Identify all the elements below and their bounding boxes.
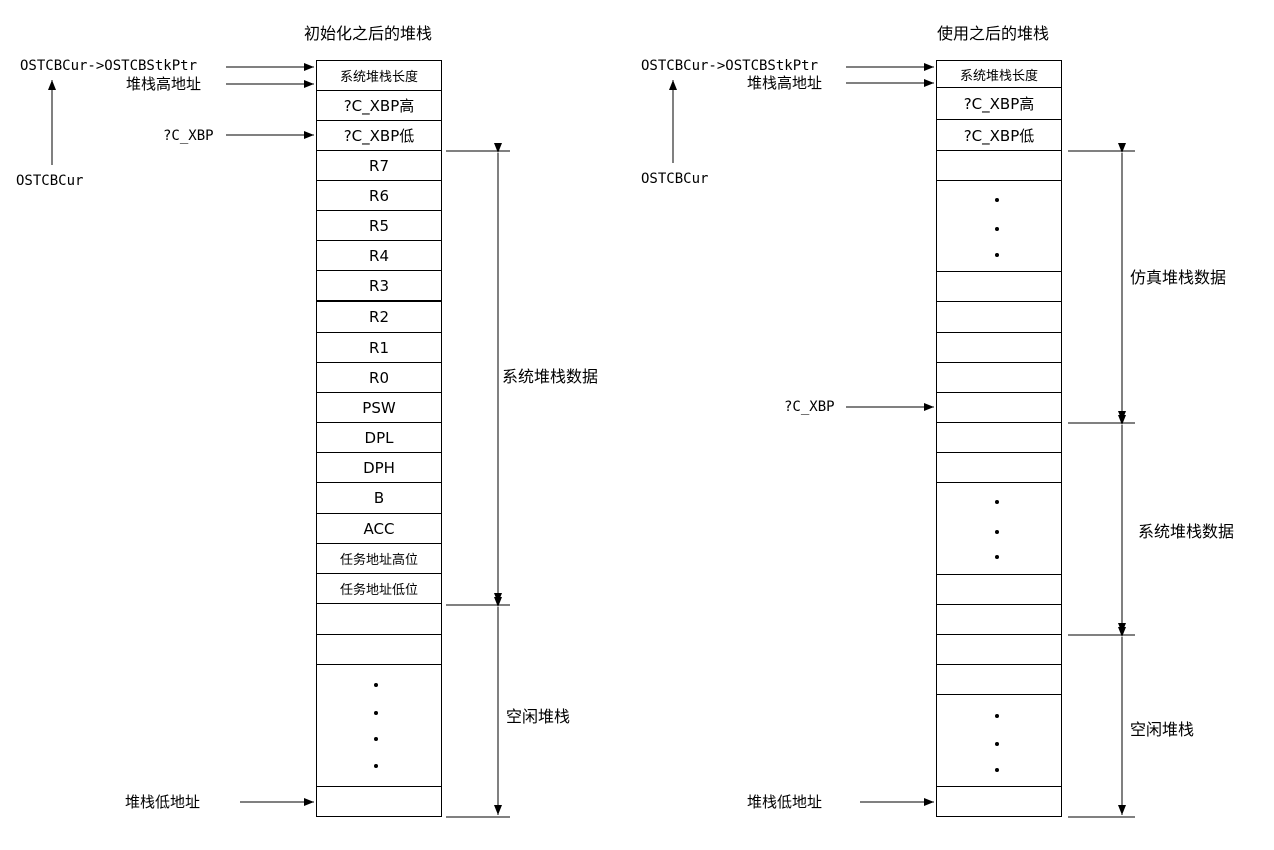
right-sim-stack-region-label: 仿真堆栈数据 <box>1130 268 1227 287</box>
left-ellipsis-cell <box>316 664 442 787</box>
left-r3-cell: R3 <box>316 270 442 301</box>
ellipsis-dot <box>374 683 378 687</box>
left-ostcbcur-label: OSTCBCur <box>16 173 84 189</box>
ellipsis-dot <box>374 764 378 768</box>
right-empty-cell <box>936 362 1062 393</box>
ellipsis-dot <box>995 714 999 718</box>
left-r1-cell: R1 <box>316 332 442 363</box>
right-high-addr-label: 堆栈高地址 <box>747 74 823 92</box>
ellipsis-dot <box>374 711 378 715</box>
left-xbp-label: ?C_XBP <box>163 128 214 144</box>
left-xbp-low-cell: ?C_XBP低 <box>316 120 442 151</box>
left-high-addr-label: 堆栈高地址 <box>126 75 202 93</box>
left-diagram-title: 初始化之后的堆栈 <box>304 24 433 43</box>
right-stkptr-label: OSTCBCur->OSTCBStkPtr <box>641 58 819 74</box>
right-bottom-cell <box>936 786 1062 817</box>
left-stack-length-cell: 系统堆栈长度 <box>316 60 442 91</box>
right-ostcbcur-label: OSTCBCur <box>641 171 709 187</box>
right-empty-cell <box>936 574 1062 605</box>
right-ellipsis-cell <box>936 180 1062 272</box>
ellipsis-dot <box>995 768 999 772</box>
ellipsis-dot <box>995 742 999 746</box>
right-empty-cell <box>936 664 1062 695</box>
right-low-addr-label: 堆栈低地址 <box>747 793 823 811</box>
ellipsis-dot <box>995 555 999 559</box>
right-diagram-title: 使用之后的堆栈 <box>937 24 1050 43</box>
left-r6-cell: R6 <box>316 180 442 211</box>
left-system-stack-region-label: 系统堆栈数据 <box>502 367 599 386</box>
left-bottom-cell <box>316 786 442 817</box>
left-low-addr-label: 堆栈低地址 <box>125 793 201 811</box>
left-psw-cell: PSW <box>316 392 442 423</box>
right-empty-cell <box>936 422 1062 453</box>
right-ellipsis-cell <box>936 482 1062 575</box>
left-r2-cell: R2 <box>316 301 442 333</box>
left-b-cell: B <box>316 482 442 514</box>
right-free-stack-region-label: 空闲堆栈 <box>1130 720 1195 739</box>
left-free-stack-region-label: 空闲堆栈 <box>506 707 571 726</box>
right-empty-cell <box>936 150 1062 181</box>
right-ellipsis-cell <box>936 694 1062 787</box>
right-system-stack-region-label: 系统堆栈数据 <box>1138 522 1235 541</box>
left-r5-cell: R5 <box>316 210 442 241</box>
left-empty-cell <box>316 603 442 635</box>
right-empty-cell <box>936 634 1062 665</box>
ellipsis-dot <box>374 737 378 741</box>
right-xbp-label: ?C_XBP <box>784 399 835 415</box>
left-task-addr-low-cell: 任务地址低位 <box>316 573 442 604</box>
right-empty-cell <box>936 332 1062 363</box>
left-r0-cell: R0 <box>316 362 442 393</box>
left-r4-cell: R4 <box>316 240 442 271</box>
left-task-addr-high-cell: 任务地址高位 <box>316 543 442 574</box>
ellipsis-dot <box>995 253 999 257</box>
right-empty-cell <box>936 271 1062 302</box>
ellipsis-dot <box>995 227 999 231</box>
ellipsis-dot <box>995 198 999 202</box>
left-stkptr-label: OSTCBCur->OSTCBStkPtr <box>20 58 198 74</box>
ellipsis-dot <box>995 500 999 504</box>
ellipsis-dot <box>995 530 999 534</box>
